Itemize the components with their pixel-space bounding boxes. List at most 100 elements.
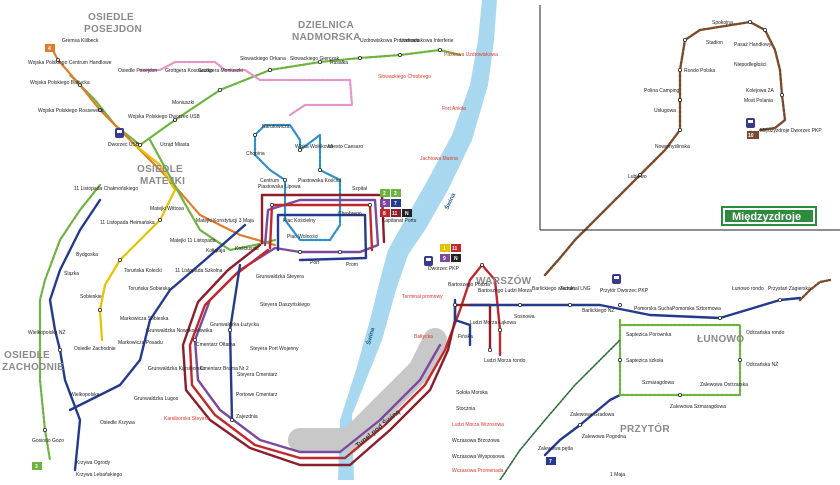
station-s61: Wielkopolska <box>70 392 100 398</box>
station-s30: Kapitanat Portu <box>382 218 417 224</box>
badge-3b: 3 <box>35 464 38 470</box>
station-s11: Urząd Miasta <box>160 142 190 148</box>
station-s32: Plac Wolności <box>287 234 318 240</box>
line-green-west <box>38 138 277 462</box>
station-s115: Lubiewo <box>628 174 647 180</box>
badge-10: 10 <box>748 133 754 139</box>
station-s107: Rondo Polska <box>684 68 715 74</box>
badge-1: 1 <box>443 246 446 252</box>
station-s28: Szpital <box>352 186 367 192</box>
district-labels: OSIEDLE POSEJDON DZIELNICA NADMORSKA OSI… <box>2 12 744 435</box>
district-zachodnie-l1: OSIEDLE <box>4 350 50 361</box>
station-s100: Wczasowa Brzozowa <box>452 438 500 444</box>
station-labels: Gremsa Klilbeck Wojska Polskiego Centrum… <box>28 20 822 478</box>
station-s87: Odrzańska rondo <box>746 330 785 336</box>
badge-5: 5 <box>383 201 386 207</box>
station-s63: Portowe Cmentarz <box>236 392 278 398</box>
station-s44: Toruńska Kolecki <box>124 268 162 274</box>
line-yellow <box>98 143 177 342</box>
station-s52: Wielkopolska NŻ <box>28 329 66 336</box>
station-s71: Bartoszego Poszta <box>448 282 490 288</box>
station-s3: Wojska Polskiego Bałtycka <box>30 80 90 86</box>
miedzyzdroje-box: Międzyzdroje <box>721 206 817 226</box>
station-s51: Markowicza Posadu <box>118 340 163 346</box>
swina-river-mid <box>338 250 408 480</box>
station-s86: Przystań Zagierska <box>768 286 811 292</box>
district-lunowo: ŁUNOWO <box>697 334 744 345</box>
station-s8: Moniuszki <box>172 100 194 106</box>
station-s36: Matejki Wittosa <box>150 206 184 212</box>
station-s17: Paskowa Uzdrowiskowa <box>444 52 498 58</box>
station-s113: Międzyzdroje Dworzec PKP <box>760 128 822 134</box>
station-s76: Ludzi Morza Łąkowa <box>470 320 516 326</box>
line-blue <box>253 123 342 242</box>
badge-7b: 7 <box>549 459 552 465</box>
district-mateji-l2: MATEJKI <box>140 176 185 187</box>
station-s69: Krzywa Lebańskiego <box>76 472 122 478</box>
station-s67: Gosiodo Gozo <box>32 438 64 444</box>
station-s45: Toruńska Sobieska <box>128 286 170 292</box>
station-s21: Narutowicza <box>262 124 290 130</box>
district-posejdon-l1: OSIEDLE <box>88 12 134 23</box>
badge-n2: N <box>454 256 458 262</box>
station-s26: Piastowska Lipowa <box>258 184 301 190</box>
river-label-south: Świna <box>365 326 376 345</box>
station-s13: Słowackiego Gierczak <box>290 56 340 62</box>
badge-3: 3 <box>394 191 397 197</box>
station-s20: Jachtowa Marina <box>420 156 458 162</box>
station-s38: Matejki 11 Listopada <box>170 238 216 244</box>
station-s114: Nowomyślinska <box>655 144 690 150</box>
station-s73: Terminal promowy <box>402 294 443 300</box>
train-icons <box>115 118 755 284</box>
station-s10: Dworzec USB <box>108 142 140 148</box>
train-icon-mz <box>746 118 755 128</box>
miedzyzdroje-frame <box>539 5 840 231</box>
badge-n: N <box>405 211 409 217</box>
station-s96: Zalewowa pętla <box>538 446 573 452</box>
station-s46: 11 Listopada Szkolna <box>175 268 223 274</box>
station-s93: Zalewowa Szmaragdowa <box>670 404 726 410</box>
district-nadmorska-l2: NADMORSKA <box>292 32 361 43</box>
station-s33: Port <box>310 260 320 266</box>
station-s65: Karsiborska Steyera <box>164 416 209 422</box>
station-s68: Krzywa Ogrody <box>76 460 111 466</box>
station-s112: Most Polania <box>744 98 773 104</box>
station-s83: Pomorska Sucha <box>634 306 672 312</box>
station-s95: Zalewowa Pogodna <box>582 434 626 440</box>
station-s53: Osiedle Zachodnie <box>74 346 116 352</box>
station-s1: Gremsa Klilbeck <box>62 38 99 44</box>
miedzyzdroje-label: Międzyzdroje <box>732 211 801 223</box>
station-s62: Grunwaldzka Lugos <box>134 396 179 402</box>
line-pink <box>138 60 354 117</box>
station-s16: Uzdrowiskowa Interferie <box>400 38 454 44</box>
transit-lines <box>38 20 832 481</box>
station-s89: Sapiezica szkoła <box>626 358 663 364</box>
station-s39: Kołłątaja <box>206 248 225 254</box>
station-s29: Chrobrego <box>338 211 362 217</box>
station-s79: Barlickiego wiadukt <box>532 286 575 292</box>
station-s106: Pasaż Handlowy <box>734 42 772 48</box>
train-icon-pkp <box>424 256 433 266</box>
badge-9: 9 <box>443 256 446 262</box>
station-s99: Ludzi Morza Wrzosowa <box>452 422 504 428</box>
district-posejdon-l2: POSEJDON <box>84 24 142 35</box>
station-s23: Chopina <box>246 151 265 157</box>
station-s84: Pomorska Sztormowa <box>672 306 721 312</box>
station-s81: Przytór Dworzec PKP <box>600 288 649 294</box>
station-s97: Sołoła Morska <box>456 390 488 396</box>
station-s49: Steyera Daszyńskiego <box>260 302 310 308</box>
line-red <box>188 203 502 460</box>
station-s5: Osiedle Posejdon <box>118 68 157 74</box>
district-warszow: WARSZÓW <box>476 274 532 287</box>
badge-11: 11 <box>392 211 398 217</box>
station-s70: Dworzec PKP <box>428 266 460 272</box>
station-s22: Wiska Wolnkowa <box>295 144 333 150</box>
train-icon-przytor <box>612 274 621 284</box>
station-s54: Grunwaldzka Nowcko-słowika <box>146 328 213 334</box>
line-brown <box>543 20 787 277</box>
station-s108: Niepodległości <box>734 62 767 68</box>
badge-8: 8 <box>383 211 386 217</box>
station-s6: Grottgera Kosciuszko <box>165 68 213 74</box>
station-s27: Piastowska Kościuł <box>298 178 342 184</box>
